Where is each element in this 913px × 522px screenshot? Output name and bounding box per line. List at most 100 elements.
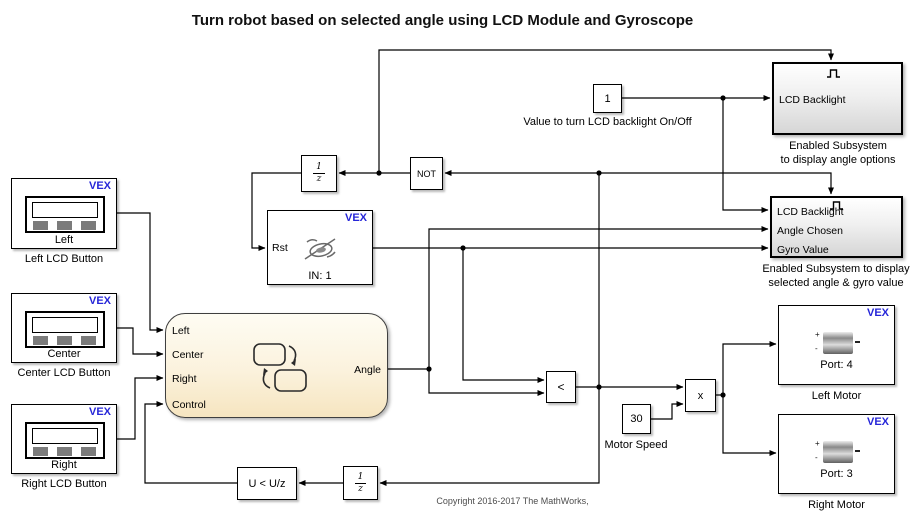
center-lcd-button-block[interactable]: VEX Center xyxy=(11,293,117,363)
chart-input-control: Control xyxy=(172,399,206,411)
wire-relational-down-to-delay[interactable] xyxy=(379,387,600,486)
vex-brand-label: VEX xyxy=(344,212,367,224)
lcd-button-icon xyxy=(57,447,72,456)
subsystem-caption: Enabled Subsystem to display angle optio… xyxy=(780,140,896,167)
block-caption: Right Motor xyxy=(808,499,865,511)
block-caption: Right LCD Button xyxy=(21,478,107,490)
wire-angle-to-angle-chosen[interactable] xyxy=(388,226,769,370)
copyright-note: Copyright 2016-2017 The MathWorks, xyxy=(436,496,589,506)
motor-speed-constant-block[interactable]: 30 xyxy=(622,404,651,434)
relational-operator-block[interactable]: < xyxy=(546,371,576,403)
lcd-button-icon xyxy=(81,221,96,230)
vex-brand-label: VEX xyxy=(866,416,889,428)
motor-terminal-mark xyxy=(855,450,860,452)
vex-brand-label: VEX xyxy=(88,295,111,307)
wire-not-to-sub1-enable[interactable] xyxy=(378,49,834,173)
lcd-screen-icon xyxy=(32,202,98,218)
unit-delay-block-2[interactable]: 1 z xyxy=(343,466,378,500)
wire-center-button-to-chart[interactable] xyxy=(117,327,164,357)
chart-input-center: Center xyxy=(172,349,204,361)
unit-delay-block[interactable]: 1 z xyxy=(301,155,337,192)
gyro-port-number: IN: 1 xyxy=(308,270,332,282)
wire-left-button-to-chart[interactable] xyxy=(117,212,164,333)
lcd-module-icon xyxy=(25,311,105,348)
detect-decrease-label: U < U/z xyxy=(248,477,286,490)
block-label: Right xyxy=(51,459,77,471)
block-label: Left xyxy=(54,234,74,246)
constant-value: 1 xyxy=(604,92,611,105)
wire-speed-to-product[interactable] xyxy=(651,401,684,420)
wire-product-to-right-motor[interactable] xyxy=(722,395,777,456)
unit-delay-fraction: 1 z xyxy=(313,163,325,184)
wire-relational-up-to-sub2-enable[interactable] xyxy=(598,172,834,387)
motor-port-number: Port: 3 xyxy=(820,468,853,480)
lcd-module-icon xyxy=(25,196,105,233)
backlight-constant-block[interactable]: 1 xyxy=(593,84,622,113)
wire-angle-to-relational[interactable] xyxy=(428,369,545,396)
constant-caption: Value to turn LCD backlight On/Off xyxy=(523,116,692,128)
right-lcd-button-block[interactable]: VEX Right xyxy=(11,404,117,474)
subsystem-port-label: Angle Chosen xyxy=(777,225,843,237)
lcd-screen-icon xyxy=(32,317,98,333)
left-lcd-button-block[interactable]: VEX Left xyxy=(11,178,117,249)
motor-minus-mark: - xyxy=(815,344,818,353)
lcd-button-icon xyxy=(33,336,48,345)
left-motor-block[interactable]: VEX + - Port: 4 xyxy=(778,305,895,385)
lcd-button-icon xyxy=(81,336,96,345)
subsystem-port-label: LCD Backlight xyxy=(779,94,846,106)
block-caption: Left Motor xyxy=(811,390,862,402)
block-caption: Center LCD Button xyxy=(17,367,111,379)
not-label: NOT xyxy=(417,168,436,179)
product-label: x xyxy=(697,389,704,402)
enable-port-icon xyxy=(830,201,843,210)
wire-gyro-to-relational[interactable] xyxy=(462,248,545,383)
wire-junction-dots xyxy=(376,95,726,398)
unit-delay-fraction: 1 z xyxy=(354,472,367,494)
constant-value: 30 xyxy=(630,413,643,425)
detect-decrease-block[interactable]: U < U/z xyxy=(237,467,297,500)
subsystem-port-label: LCD Backlight xyxy=(777,206,844,218)
subsystem-caption: Enabled Subsystem to display selected an… xyxy=(762,263,910,290)
lcd-button-icon xyxy=(57,221,72,230)
lcd-screen-icon xyxy=(32,428,98,444)
chart-output-angle: Angle xyxy=(354,364,381,376)
motor-plus-mark: + xyxy=(815,439,820,448)
wire-const1-to-sub2[interactable] xyxy=(722,98,769,213)
block-label: Center xyxy=(47,348,81,360)
motor-icon xyxy=(823,332,853,354)
chart-input-right: Right xyxy=(172,373,197,385)
stateflow-chart-block[interactable]: Left Center Right Control Angle xyxy=(165,313,388,418)
enable-port-icon xyxy=(827,69,840,78)
state-chart-icon xyxy=(253,343,307,392)
lcd-module-icon xyxy=(25,422,105,459)
enabled-subsystem-gyro-display[interactable]: LCD Backlight Angle Chosen Gyro Value xyxy=(770,196,903,258)
motor-terminal-mark xyxy=(855,341,860,343)
vex-brand-label: VEX xyxy=(88,406,111,418)
product-block[interactable]: x xyxy=(685,379,716,412)
wire-delay-to-gyro-rst[interactable] xyxy=(251,172,301,251)
gyro-rst-port-label: Rst xyxy=(272,242,288,254)
motor-port-number: Port: 4 xyxy=(820,359,853,371)
gyroscope-block[interactable]: VEX Rst IN: 1 xyxy=(267,210,373,285)
lcd-button-icon xyxy=(33,447,48,456)
relational-label: < xyxy=(557,380,565,394)
model-title: Turn robot based on selected angle using… xyxy=(191,12,694,29)
enabled-subsystem-angle-options[interactable]: LCD Backlight xyxy=(772,62,903,135)
lcd-button-icon xyxy=(33,221,48,230)
motor-plus-mark: + xyxy=(815,330,820,339)
wire-control-feedback[interactable] xyxy=(144,401,237,484)
wire-product-to-left-motor[interactable] xyxy=(716,341,777,396)
subsystem-port-label: Gyro Value xyxy=(777,244,829,256)
gyroscope-icon xyxy=(304,238,336,260)
lcd-button-icon xyxy=(81,447,96,456)
wire-right-button-to-chart[interactable] xyxy=(117,375,164,440)
chart-input-left: Left xyxy=(172,325,190,337)
motor-icon xyxy=(823,441,853,463)
not-operator-block[interactable]: NOT xyxy=(410,157,443,190)
motor-minus-mark: - xyxy=(815,453,818,462)
right-motor-block[interactable]: VEX + - Port: 3 xyxy=(778,414,895,494)
lcd-button-icon xyxy=(57,336,72,345)
constant-caption: Motor Speed xyxy=(604,439,668,451)
vex-brand-label: VEX xyxy=(88,180,111,192)
